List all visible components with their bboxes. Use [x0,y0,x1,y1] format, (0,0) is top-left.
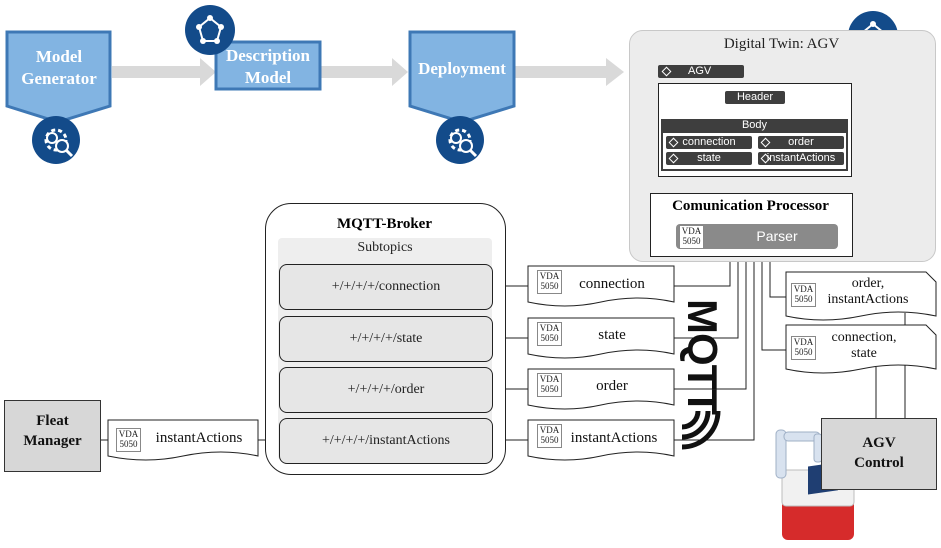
msg-connection-label: connection [579,276,645,292]
pipeline-shapes [5,30,516,124]
msg-order-label: order [596,378,628,394]
msg-instantactions-label: instantActions [570,430,658,446]
twin-msg-instantactions: instantActions [758,152,844,165]
deployment-label: Deployment [418,59,506,78]
twin-msg-connection: connection [666,136,752,149]
diamond-icon [661,66,672,77]
model-generator-shape [5,30,112,124]
mqtt-logo-text: MQTT [679,299,726,414]
digital-twin-title: Digital Twin: AGV [723,36,840,52]
mqtt-broker-title: MQTT-Broker [336,216,432,232]
topic-connection: +/+/+/+/connection [279,264,493,310]
description-model-label: Description Model [225,46,311,87]
body-label: Body [741,119,768,131]
msg-order-instantactions-label: order, instantActions [827,276,909,307]
gear-badge-deployment [436,116,484,164]
doc-connection-state [785,324,937,374]
subtopics-label: Subtopics [357,240,413,255]
twin-msg-order: order [758,136,844,149]
arrow-deployment-twin [515,58,624,86]
doc-instantactions [527,419,675,461]
doc-state [527,317,675,359]
arrow-generator-description [112,58,216,86]
topic-instantactions: +/+/+/+/instantActions [279,418,493,464]
doc-order [527,368,675,410]
description-model-shape [214,40,322,91]
communication-processor-title: Comunication Processor [672,198,829,214]
topic-order: +/+/+/+/order [279,367,493,413]
msg-state-label: state [598,327,626,343]
arrow-description-deployment [320,58,408,86]
topic-state: +/+/+/+/state [279,316,493,362]
agv-control-box: AGV Control [821,418,937,490]
gear-badge-generator [32,116,80,164]
twin-msg-state: state [666,152,752,165]
msg-connection-state-label: connection, state [831,330,897,361]
model-generator-label: Model Generator [21,47,97,88]
fleet-manager-box: Fleat Manager [4,400,101,472]
gear-badges [32,116,484,164]
document-shapes [107,265,937,461]
agv-label: AGV [658,65,744,78]
header-label: Header [725,91,785,104]
doc-fleet-instantactions [107,419,259,461]
deployment-shape [408,30,516,124]
doc-order-instantactions [785,271,937,321]
mqtt-logo-mark [681,410,721,450]
fleet-instantactions-label: instantActions [155,430,243,446]
network-badge-description [185,5,235,55]
flow-arrows [112,58,624,86]
doc-connection [527,265,675,307]
